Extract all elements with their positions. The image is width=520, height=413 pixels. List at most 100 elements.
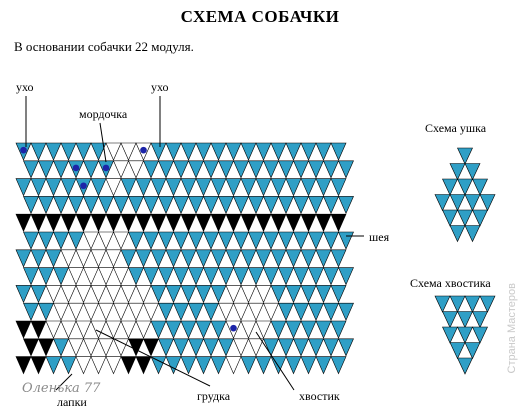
module-7-13	[218, 267, 234, 286]
ear-module-2-2	[472, 178, 488, 196]
module-9-10	[173, 302, 189, 321]
module-7-11	[188, 267, 204, 286]
module-5-10	[173, 231, 189, 250]
module-5-20	[323, 231, 339, 250]
module-4-13	[210, 213, 227, 232]
ear-module-3-2	[464, 194, 481, 212]
module-10-6	[105, 320, 122, 339]
module-11-20	[323, 338, 339, 357]
module-1-6	[113, 160, 129, 179]
module-5-13	[218, 231, 234, 250]
module-2-19	[300, 178, 317, 197]
module-12-9	[150, 356, 167, 375]
module-5-4	[83, 231, 99, 250]
ear-module-4-0	[442, 209, 458, 227]
module-4-17	[270, 213, 287, 232]
module-10-12	[195, 320, 212, 339]
module-1-18	[293, 160, 309, 179]
module-8-5	[90, 285, 107, 304]
tail-module-4-0	[457, 357, 473, 375]
tail-module-0-1	[449, 295, 466, 313]
module-12-5	[90, 356, 107, 375]
module-0-7	[120, 142, 137, 161]
module-0-4	[75, 142, 92, 161]
module-3-5	[98, 196, 114, 215]
module-8-9	[150, 285, 167, 304]
module-1-13	[218, 160, 234, 179]
module-9-0	[23, 302, 39, 321]
module-2-2	[45, 178, 62, 197]
module-1-21	[338, 160, 354, 179]
module-0-18	[285, 142, 302, 161]
module-2-15	[240, 178, 257, 197]
module-4-7	[120, 213, 137, 232]
module-12-19	[300, 356, 317, 375]
module-7-19	[308, 267, 324, 286]
module-6-12	[195, 249, 212, 268]
module-11-3	[68, 338, 84, 357]
module-10-13	[210, 320, 227, 339]
module-1-14	[233, 160, 249, 179]
module-8-18	[285, 285, 302, 304]
ear-module-4-1	[457, 209, 473, 227]
tail-module-2-1	[457, 326, 473, 344]
module-11-17	[278, 338, 294, 357]
eye-bead-dot	[80, 182, 87, 190]
module-3-0	[23, 196, 39, 215]
module-7-14	[233, 267, 249, 286]
module-0-21	[330, 142, 347, 161]
module-9-2	[53, 302, 69, 321]
module-5-14	[233, 231, 249, 250]
module-8-21	[330, 285, 347, 304]
label-muzzle: мордочка	[79, 107, 128, 121]
module-7-20	[323, 267, 339, 286]
tail-module-0-2	[464, 295, 481, 313]
module-10-17	[270, 320, 287, 339]
module-9-5	[98, 302, 114, 321]
module-12-21	[330, 356, 347, 375]
module-1-2	[53, 160, 69, 179]
module-4-6	[105, 213, 122, 232]
module-6-19	[300, 249, 317, 268]
module-7-7	[128, 267, 144, 286]
module-5-9	[158, 231, 174, 250]
module-10-2	[45, 320, 62, 339]
module-12-16	[255, 356, 272, 375]
module-8-15	[240, 285, 257, 304]
module-9-20	[323, 302, 339, 321]
module-12-14	[225, 356, 242, 375]
module-11-15	[248, 338, 264, 357]
page-title: СХЕМА СОБАЧКИ	[180, 7, 340, 26]
ear-module-2-1	[457, 178, 473, 196]
module-10-4	[75, 320, 92, 339]
module-10-3	[60, 320, 77, 339]
module-0-19	[300, 142, 317, 161]
module-2-21	[330, 178, 347, 197]
module-3-9	[158, 196, 174, 215]
module-3-3	[68, 196, 84, 215]
tail-module-3-1	[464, 342, 481, 360]
module-8-3	[60, 285, 77, 304]
module-10-16	[255, 320, 272, 339]
module-3-18	[293, 196, 309, 215]
module-1-8	[143, 160, 159, 179]
module-6-0	[15, 249, 32, 268]
label-ear-right: ухо	[151, 80, 169, 94]
page-subtitle: В основании собачки 22 модуля.	[14, 39, 194, 54]
module-10-18	[285, 320, 302, 339]
ear-module-4-2	[472, 209, 488, 227]
module-10-1	[30, 320, 47, 339]
module-8-8	[135, 285, 152, 304]
module-8-14	[225, 285, 242, 304]
label-tail: хвостик	[299, 389, 340, 403]
tail-module-2-0	[442, 326, 458, 344]
module-8-4	[75, 285, 92, 304]
module-7-1	[38, 267, 54, 286]
module-7-12	[203, 267, 219, 286]
module-10-0	[15, 320, 32, 339]
module-9-11	[188, 302, 204, 321]
module-6-3	[60, 249, 77, 268]
module-3-15	[248, 196, 264, 215]
module-3-16	[263, 196, 279, 215]
